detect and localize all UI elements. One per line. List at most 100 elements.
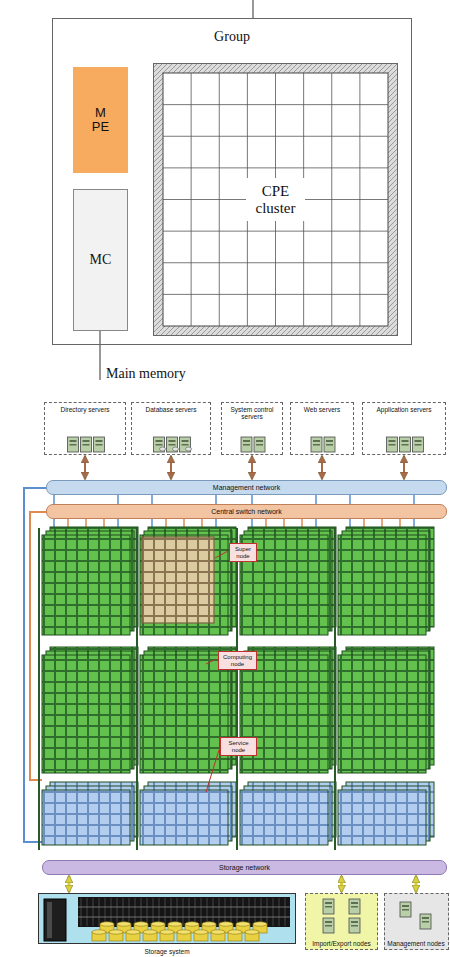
rack-slot bbox=[87, 898, 88, 926]
node-label: Group bbox=[214, 29, 250, 44]
server-slot bbox=[169, 440, 176, 442]
cpe-cluster: CPE cluster bbox=[153, 63, 398, 336]
server-slot bbox=[326, 440, 333, 442]
server-icon bbox=[323, 918, 334, 933]
network-link bbox=[170, 456, 172, 479]
server-slot bbox=[325, 906, 332, 908]
server-group: Database servers bbox=[131, 402, 211, 455]
server-icon bbox=[68, 437, 79, 452]
server-icon bbox=[81, 437, 92, 452]
server-slot bbox=[325, 902, 332, 904]
node-cabinet: Management nodes bbox=[384, 893, 449, 950]
cable bbox=[236, 528, 238, 850]
server-icon bbox=[400, 437, 411, 452]
node-cabinet: Import/Export nodes bbox=[305, 893, 378, 950]
server-icon bbox=[387, 437, 398, 452]
server-slot bbox=[83, 440, 90, 442]
callout-box: Super node bbox=[229, 543, 257, 562]
rack-slot bbox=[135, 898, 136, 926]
disk-symbol bbox=[160, 447, 166, 451]
node-label: MC bbox=[90, 252, 112, 267]
server-icon bbox=[420, 914, 431, 929]
server-slot bbox=[422, 921, 429, 923]
server-slot bbox=[389, 444, 396, 446]
disk-top bbox=[228, 930, 242, 934]
disk-symbol bbox=[173, 447, 179, 451]
node-label: Import/Export nodes bbox=[312, 940, 371, 947]
server-group: Application servers bbox=[362, 402, 446, 455]
server-slot bbox=[422, 917, 429, 919]
network-link bbox=[403, 456, 405, 479]
server-icon bbox=[349, 918, 360, 933]
server-icon bbox=[311, 437, 322, 452]
node-label: Service node bbox=[222, 740, 255, 753]
server-slot bbox=[96, 444, 103, 446]
disk-symbol bbox=[186, 447, 192, 451]
rack-shelf bbox=[78, 907, 290, 908]
rack-slot bbox=[231, 898, 232, 926]
rack-cabinet bbox=[140, 535, 228, 635]
server-icon bbox=[349, 899, 360, 914]
group-box: GroupM PEMCCPE cluster bbox=[52, 18, 412, 345]
rack-slot bbox=[93, 898, 94, 926]
storage-tower bbox=[44, 899, 66, 941]
rack-slot bbox=[153, 898, 154, 926]
bus-line bbox=[252, 0, 253, 18]
server-slot bbox=[351, 902, 358, 904]
rack-cabinet bbox=[338, 655, 426, 773]
server-slot bbox=[96, 440, 103, 442]
cable bbox=[334, 528, 336, 850]
network-link bbox=[251, 456, 253, 479]
rack-slot bbox=[117, 898, 118, 926]
disk-top bbox=[143, 930, 157, 934]
server-group: System control servers bbox=[221, 402, 283, 455]
rack-slot bbox=[255, 898, 256, 926]
node-label: Management network bbox=[213, 484, 280, 492]
server-icon bbox=[254, 437, 265, 452]
server-slot bbox=[83, 444, 90, 446]
rack-slot bbox=[147, 898, 148, 926]
server-slot bbox=[169, 444, 176, 446]
callout-box: Service node bbox=[220, 737, 257, 756]
server-slot bbox=[156, 444, 163, 446]
disk-top bbox=[151, 922, 165, 926]
rack-slot bbox=[99, 898, 100, 926]
network-link bbox=[67, 876, 70, 892]
disk-top bbox=[219, 922, 233, 926]
network-bar: Storage network bbox=[42, 860, 447, 875]
callout-box: Computing node bbox=[218, 651, 257, 670]
node-label: Directory servers bbox=[60, 406, 109, 413]
storage-system: Storage system bbox=[38, 893, 296, 956]
server-slot bbox=[70, 444, 77, 446]
server-slot bbox=[325, 921, 332, 923]
node-label: Application servers bbox=[377, 406, 432, 413]
server-slot bbox=[156, 440, 163, 442]
disk-top bbox=[160, 930, 174, 934]
network-bar: Central switch network bbox=[46, 504, 447, 519]
disk-top bbox=[202, 922, 216, 926]
server-slot bbox=[182, 440, 189, 442]
node-label: Database servers bbox=[146, 406, 197, 413]
server-icon bbox=[94, 437, 105, 452]
rack-slot bbox=[285, 898, 286, 926]
cluster-grid bbox=[163, 73, 388, 326]
server-slot bbox=[351, 925, 358, 927]
server-icon bbox=[413, 437, 424, 452]
rack-slot bbox=[279, 898, 280, 926]
grid-line bbox=[163, 231, 388, 232]
disk-top bbox=[109, 930, 123, 934]
mc-box: MC bbox=[73, 189, 128, 331]
rack-cabinet bbox=[42, 655, 130, 773]
grid-line bbox=[331, 73, 332, 326]
server-slot bbox=[415, 444, 422, 446]
server-slot bbox=[182, 444, 189, 446]
network-bar: Management network bbox=[46, 480, 447, 495]
server-group: Web servers bbox=[290, 402, 354, 455]
cluster-frame bbox=[154, 64, 398, 336]
server-slot bbox=[325, 925, 332, 927]
rack-slot bbox=[267, 898, 268, 926]
tower-stripe bbox=[47, 902, 52, 938]
disk-top bbox=[194, 930, 208, 934]
rack-cabinet bbox=[140, 790, 228, 845]
leader-line bbox=[206, 659, 216, 664]
